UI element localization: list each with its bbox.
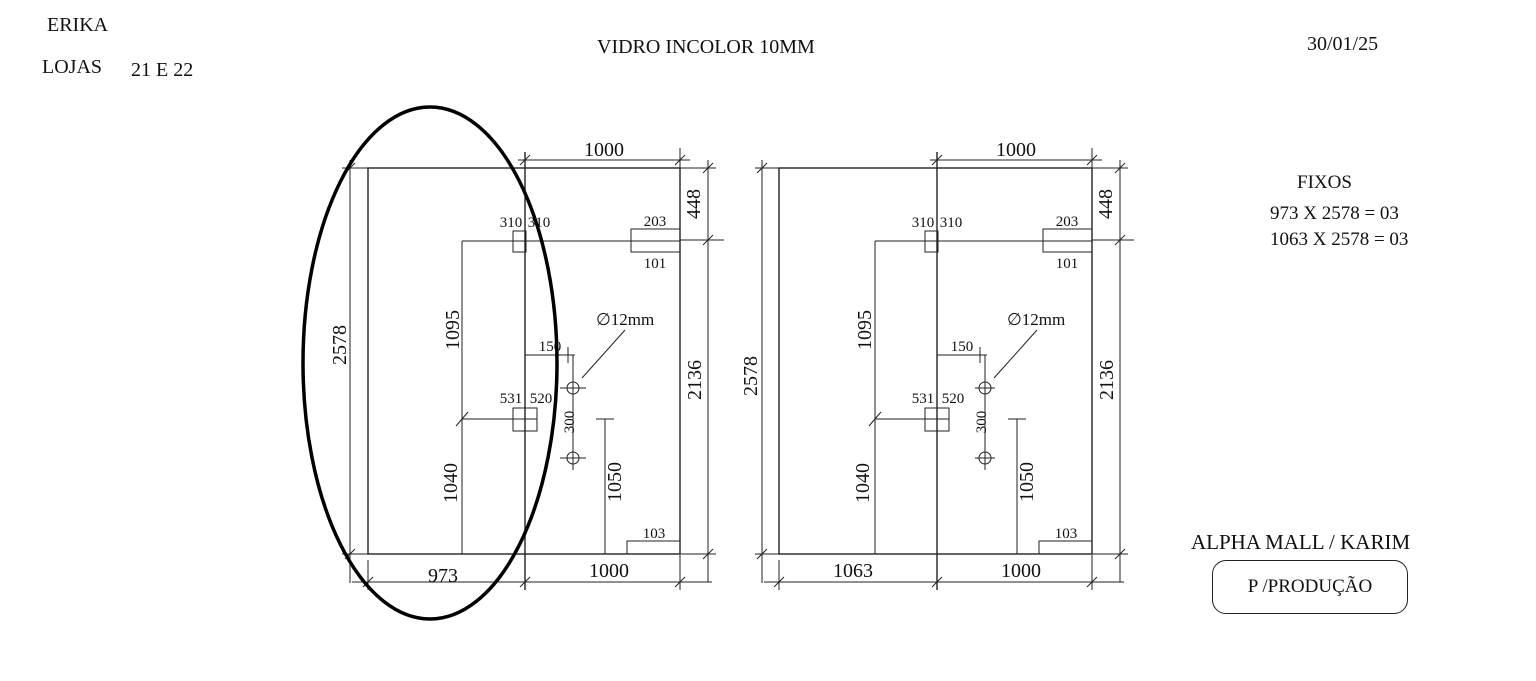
glass-outline xyxy=(778,167,1093,555)
tick xyxy=(931,576,943,588)
dim-handle-height: 1050 xyxy=(604,462,626,502)
production-badge: P /PRODUÇÃO xyxy=(1212,560,1408,614)
dim-top-clip-height: 101 xyxy=(644,256,667,272)
glass-outline xyxy=(367,167,681,555)
tick xyxy=(519,154,531,166)
summary-heading: FIXOS xyxy=(1297,172,1352,193)
dim-hinge-mid-right: 520 xyxy=(942,391,965,407)
dim-handle-spacing: 300 xyxy=(974,411,990,434)
dim-door-height: 2136 xyxy=(684,360,706,400)
client-name: ERIKA xyxy=(47,14,109,36)
tick xyxy=(1086,154,1098,166)
tick xyxy=(674,154,686,166)
dim-handle-height: 1050 xyxy=(1016,462,1038,502)
tick xyxy=(773,576,785,588)
date: 30/01/25 xyxy=(1307,33,1379,55)
dim-top-clip-width: 203 xyxy=(1056,214,1079,230)
dim-door-width: 1000 xyxy=(1001,560,1041,582)
tick xyxy=(702,548,714,560)
dim-top-width: 1000 xyxy=(584,139,624,161)
tick xyxy=(702,162,714,174)
dim-hinge-top-right: 310 xyxy=(940,215,963,231)
dim-door-height: 2136 xyxy=(1096,360,1118,400)
dim-upper: 1095 xyxy=(854,310,876,350)
top-hinge-right xyxy=(524,230,527,253)
bottom-clip xyxy=(626,540,681,555)
dim-total-height: 2578 xyxy=(329,325,351,365)
dim-upper: 1095 xyxy=(442,310,464,350)
drawing-right: 2578 1000 1063 1000 448 2136 310 310 203… xyxy=(740,139,1134,590)
hole-diameter-label: ∅12mm xyxy=(596,310,654,329)
stores-value: 21 E 22 xyxy=(131,59,194,81)
top-hinge-right xyxy=(936,230,939,253)
hole-diameter-label: ∅12mm xyxy=(1007,310,1065,329)
highlight-ellipse xyxy=(301,105,559,621)
dim-top-offset: 448 xyxy=(1095,189,1117,219)
dim-hinge-mid-left: 531 xyxy=(912,391,935,407)
dim-hinge-top-left: 310 xyxy=(500,215,523,231)
tick xyxy=(519,576,531,588)
dim-hinge-mid-right: 520 xyxy=(530,391,553,407)
dim-fixed-width: 973 xyxy=(428,565,458,587)
glass-spec-title: VIDRO INCOLOR 10MM xyxy=(597,36,815,58)
project-client-site: ALPHA MALL / KARIM xyxy=(1191,530,1411,554)
dim-handle-offset: 150 xyxy=(951,339,974,355)
top-clip xyxy=(630,228,681,253)
dim-fixed-width: 1063 xyxy=(833,560,873,582)
tick xyxy=(702,234,714,246)
dim-hinge-mid-left: 531 xyxy=(500,391,523,407)
drawing-left: 2578 1000 973 1000 448 2136 310 310 203 … xyxy=(301,105,724,621)
tick xyxy=(1114,548,1126,560)
dim-door-width: 1000 xyxy=(589,560,629,582)
summary-item: 973 X 2578 = 03 xyxy=(1270,203,1399,224)
dim-top-clip-height: 101 xyxy=(1056,256,1079,272)
hole-leader xyxy=(581,329,626,379)
bottom-clip xyxy=(1038,540,1093,555)
production-badge-label: P /PRODUÇÃO xyxy=(1247,576,1373,597)
dim-total-height: 2578 xyxy=(740,356,762,396)
dim-handle-spacing: 300 xyxy=(562,411,578,434)
dim-lower: 1040 xyxy=(852,463,874,503)
tick xyxy=(362,576,374,588)
tick xyxy=(756,162,768,174)
hole-leader xyxy=(993,329,1038,379)
tick xyxy=(1086,576,1098,588)
tick xyxy=(455,411,469,427)
tick xyxy=(756,548,768,560)
tick xyxy=(1114,234,1126,246)
summary-item: 1063 X 2578 = 03 xyxy=(1270,229,1409,250)
tick xyxy=(931,154,943,166)
tick xyxy=(674,576,686,588)
dim-top-width: 1000 xyxy=(996,139,1036,161)
dim-hinge-top-left: 310 xyxy=(912,215,935,231)
dim-lower: 1040 xyxy=(440,463,462,503)
top-clip xyxy=(1042,228,1093,253)
dim-bottom-clip: 103 xyxy=(1055,526,1078,542)
tick xyxy=(1114,162,1126,174)
stores-label: LOJAS xyxy=(42,56,103,78)
dim-bottom-clip: 103 xyxy=(643,526,666,542)
dim-top-offset: 448 xyxy=(683,189,705,219)
tick xyxy=(868,411,882,427)
dim-top-clip-width: 203 xyxy=(644,214,667,230)
